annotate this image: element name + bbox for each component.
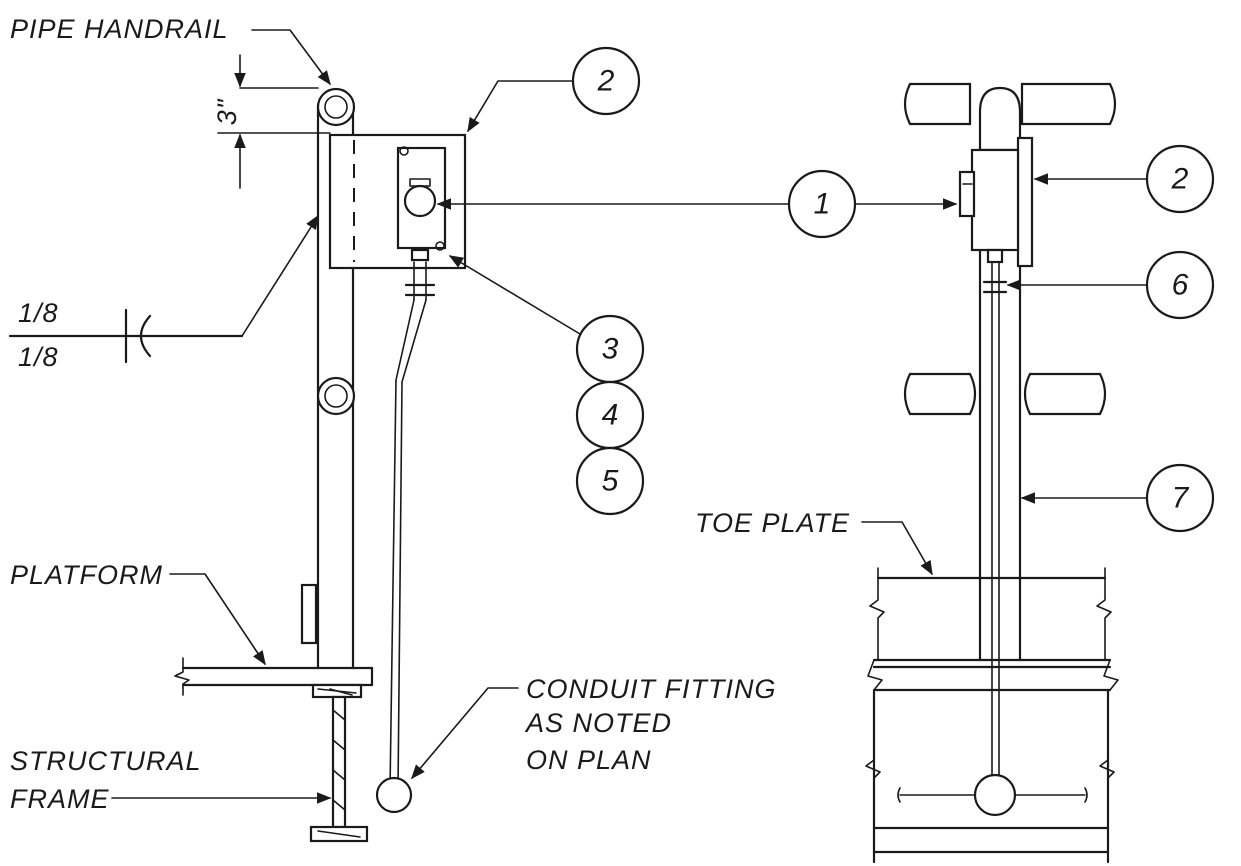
flex-conduit-right [397, 299, 427, 791]
weld-fillet-arc [139, 314, 152, 358]
callout-3-leader [448, 255, 581, 335]
beam-hatch-7 [317, 830, 361, 838]
callout-4-number: 4 [602, 399, 619, 432]
mid-rail-pipe [316, 376, 356, 416]
toe-plate-break-right [1096, 567, 1112, 661]
pipe-handrail-leader [251, 29, 331, 86]
top-rail-post-cap [978, 86, 1022, 152]
front-platform-break-left [867, 659, 883, 691]
conduit-label-3: ON PLAN [526, 745, 652, 775]
pipe-handrail-label: PIPE HANDRAIL [10, 14, 229, 44]
callout-6-number: 6 [1172, 269, 1189, 302]
beam-hatch-6 [332, 799, 346, 811]
front-mounting-plate [1016, 136, 1034, 268]
dimension-3in-label: 3" [212, 98, 242, 125]
front-conduit-fitting [973, 773, 1017, 817]
front-view: TOE PLATE 2 6 7 [695, 82, 1215, 864]
front-device-body [970, 148, 1020, 252]
flex-conduit-left [389, 299, 415, 791]
beam-hatch-4 [332, 739, 346, 751]
structural-label-2: FRAME [10, 784, 110, 814]
weld-leader [241, 214, 319, 337]
callout-1-number: 1 [814, 188, 831, 221]
frame-break-left [865, 759, 881, 779]
frame-centerline-end-left [897, 787, 901, 803]
platform-label: PLATFORM [10, 560, 163, 590]
top-rail-left [903, 82, 972, 126]
frame-centerline-end-right [1084, 787, 1088, 803]
conduit-label-2: AS NOTED [524, 708, 672, 738]
front-platform-break-right [1103, 659, 1119, 691]
device-cap [409, 178, 431, 187]
device-button [403, 184, 437, 218]
conduit-fitting-circle [375, 776, 413, 814]
weld-bottom-label: 1/8 [18, 342, 59, 372]
front-device-hub [986, 248, 1004, 264]
callout-3-number: 3 [602, 333, 619, 366]
side-view: 3" 1/8 1/8 PIPE HANDRAIL PLATFORM STRUCT… [8, 14, 958, 843]
front-device-button [958, 170, 976, 218]
top-rail-pipe-inner [324, 95, 348, 119]
platform-leader [169, 573, 266, 666]
beam-hatch-2 [329, 688, 353, 696]
toe-plate-label: TOE PLATE [695, 508, 850, 538]
toe-plate-break-left [869, 567, 885, 661]
device-screw-bottom [435, 241, 445, 251]
callout-2-left-number: 2 [597, 65, 615, 98]
callout-2-right-number: 2 [1171, 163, 1189, 196]
top-rail-pipe [316, 87, 356, 127]
conduit-label-1: CONDUIT FITTING [526, 674, 776, 704]
device-screw-top [399, 146, 409, 156]
top-rail-right [1020, 82, 1117, 126]
structural-label-1: STRUCTURAL [10, 746, 202, 776]
beam-hatch-5 [332, 769, 346, 781]
weld-top-label: 1/8 [18, 298, 59, 328]
toe-plate-side [300, 583, 318, 645]
mid-rail-right [1023, 372, 1107, 416]
beam-hatch-3 [332, 709, 346, 721]
device-hub [410, 248, 430, 262]
callout-5-number: 5 [602, 465, 619, 498]
conduit-leader [411, 687, 519, 780]
callout-7-number: 7 [1172, 482, 1190, 515]
mid-rail-left [903, 372, 977, 416]
toe-plate-leader [861, 521, 933, 576]
platform-break [174, 657, 190, 696]
callout-5 [575, 446, 645, 516]
callout-2-left-leader [467, 80, 574, 133]
mid-rail-pipe-inner [324, 384, 348, 408]
frame-break-right [1099, 759, 1115, 779]
